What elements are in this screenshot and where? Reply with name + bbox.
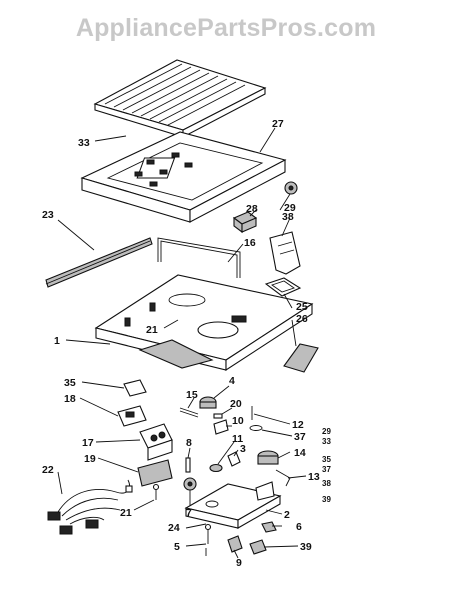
callout-13: 13	[308, 471, 320, 483]
part-1-base-pan	[94, 274, 314, 372]
part-11-switch	[209, 463, 223, 473]
callout-33: 33	[78, 137, 90, 149]
part-23-strip	[45, 237, 153, 288]
callout-15: 15	[186, 389, 198, 401]
part-37-washer	[249, 425, 263, 431]
part-8-fuse	[185, 457, 191, 473]
part-38-bracket	[269, 231, 301, 275]
part-33-top-cover	[93, 59, 267, 138]
callout-3: 3	[240, 443, 246, 455]
part-3-switch	[227, 451, 241, 467]
callout-35: 35	[64, 377, 76, 389]
callout-16: 16	[244, 237, 256, 249]
callout-11: 11	[232, 433, 243, 445]
side-note-33: 33	[322, 437, 331, 446]
part-4-knob	[199, 396, 217, 409]
side-note-35: 35	[322, 455, 331, 464]
part-21-screw	[152, 483, 160, 500]
part-17-control-box	[139, 423, 173, 461]
callout-28: 28	[246, 203, 258, 215]
callout-24: 24	[168, 522, 180, 534]
callout-39: 39	[300, 541, 312, 553]
part-25-gasket	[264, 277, 302, 297]
part-5-screw	[204, 523, 212, 544]
callout-23: 23	[42, 209, 54, 221]
callout-12: 12	[292, 419, 304, 431]
part-13-bracket	[275, 469, 291, 487]
side-note-29: 29	[322, 427, 331, 436]
side-notes: 29 33 35 37 38 39	[322, 427, 331, 504]
callout-22: 22	[42, 464, 54, 476]
part-15-rod	[179, 407, 199, 418]
callout-10: 10	[232, 415, 244, 427]
part-7-gear	[183, 477, 197, 491]
side-note-38: 38	[322, 479, 331, 488]
leader-lines	[57, 127, 307, 559]
callout-25: 25	[296, 301, 308, 313]
callout-37: 37	[294, 431, 306, 443]
part-20-pin	[213, 413, 223, 419]
part-18-plate	[117, 405, 147, 427]
part-14-thermostat	[257, 450, 279, 465]
callout-21-bottom: 21	[120, 507, 132, 519]
callout-1: 1	[54, 335, 60, 347]
callout-26: 26	[296, 313, 308, 325]
part-16-tube	[157, 237, 241, 278]
callout-14: 14	[294, 447, 306, 459]
callout-2: 2	[284, 509, 290, 521]
callout-7: 7	[186, 507, 192, 519]
watermark-text: AppliancePartsPros.com	[75, 14, 377, 42]
part-28-block	[232, 211, 258, 234]
side-note-39: 39	[322, 495, 331, 504]
part-39-plug	[249, 539, 267, 555]
callout-4: 4	[229, 375, 235, 387]
callout-6: 6	[296, 521, 302, 533]
part-27-housing	[80, 131, 287, 223]
callout-21-top: 21	[146, 324, 158, 336]
part-6-nut	[261, 521, 277, 533]
callout-19: 19	[84, 453, 96, 465]
callout-27: 27	[272, 118, 284, 130]
part-2-main-bracket	[184, 481, 282, 529]
part-22-wire-harness	[47, 479, 133, 535]
callout-9: 9	[236, 557, 242, 569]
part-35-clip	[123, 379, 147, 397]
part-26-wedge	[283, 343, 319, 373]
callout-5: 5	[174, 541, 180, 553]
part-10-clip	[213, 419, 229, 435]
callout-18: 18	[64, 393, 76, 405]
callout-17: 17	[82, 437, 94, 449]
part-9-bolt	[227, 535, 243, 553]
part-19-bracket	[137, 459, 173, 487]
callout-8: 8	[186, 437, 192, 449]
side-note-37: 37	[322, 465, 331, 474]
part-29-fastener	[284, 181, 298, 195]
callout-29: 29	[284, 202, 296, 214]
callout-20: 20	[230, 398, 242, 410]
callout-labels: 33 27 23 16 28 29 38 25 26 1 21 35 18 17…	[42, 118, 320, 569]
callout-38: 38	[282, 211, 294, 223]
